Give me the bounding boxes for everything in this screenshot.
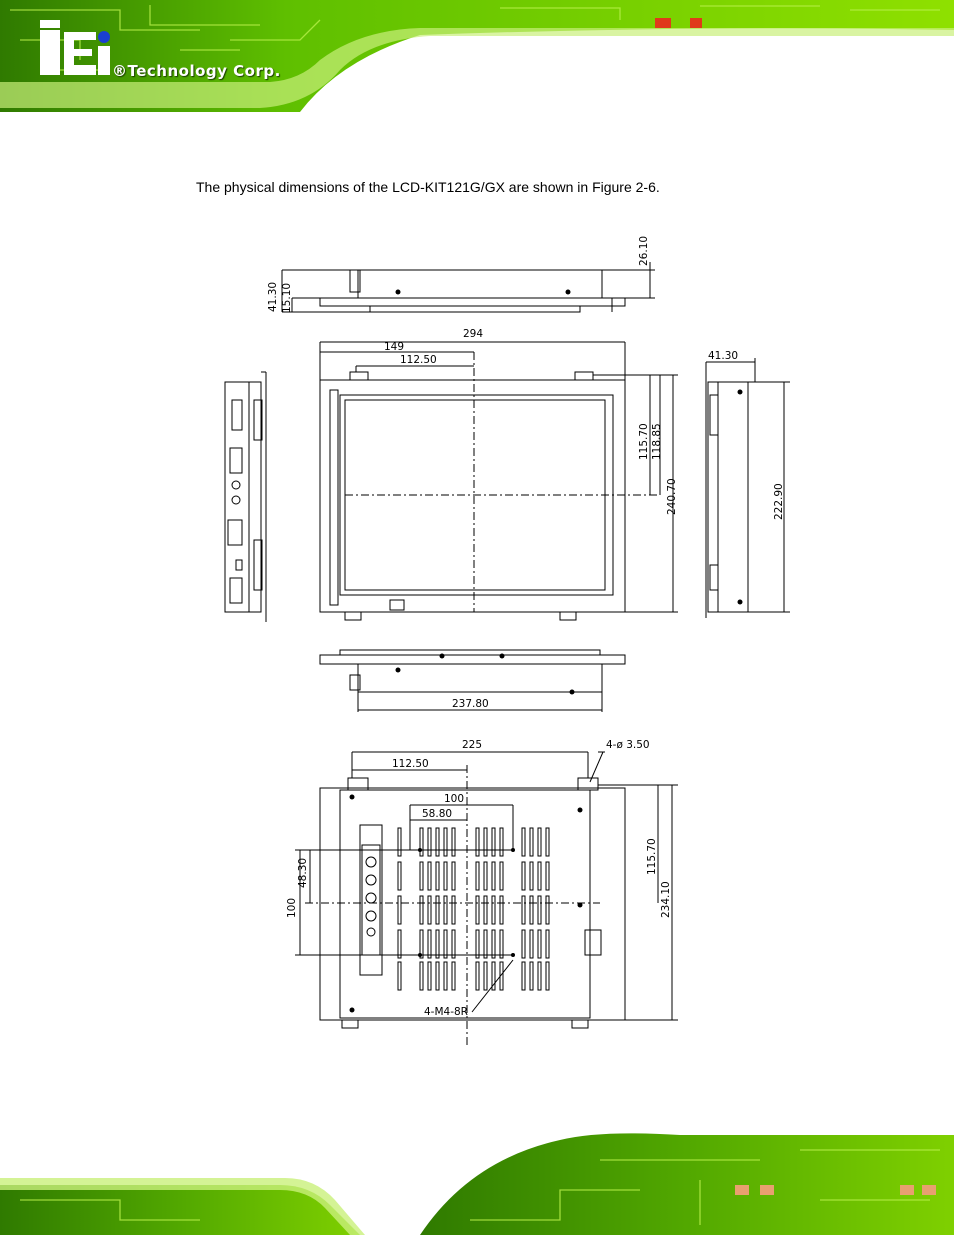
dim-top-left-total: 41.30 [267,282,279,312]
dim-top-right-height: 26.10 [638,236,650,266]
dim-side-depth: 41.30 [708,350,738,362]
dim-rear-tab-span: 225 [462,739,482,751]
dim-rear-vesa-half: 58.80 [422,808,452,820]
dim-rear-vesa-half-height: 48.30 [297,858,309,888]
dim-top-left-inner: 15.10 [281,283,293,313]
dim-rear-vesa-height: 100 [286,898,298,918]
dim-side-height: 222.90 [773,483,785,520]
company-name: ®Technology Corp. [112,62,281,80]
header-banner: ®Technology Corp. [0,0,954,112]
dimension-drawing-svg: 41.30 15.10 26.10 294 149 112.50 115.70 … [224,236,790,1045]
dim-rear-vesa-width: 100 [444,793,464,805]
right-side-view [705,358,790,618]
mounting-holes [349,289,743,1013]
dim-rear-height-upper: 115.70 [646,838,658,875]
left-side-view [224,371,267,622]
dim-front-tab-offset: 112.50 [400,354,437,366]
top-view [281,262,655,313]
rear-view [295,751,678,1045]
bottom-view [319,649,626,712]
dim-front-half-width: 149 [384,341,404,353]
dim-front-width: 294 [463,328,483,340]
dim-rear-hole-spec: 4-ø 3.50 [606,739,650,751]
dim-bottom-width: 237.80 [452,698,489,710]
dim-rear-tab-offset: 112.50 [392,758,429,770]
intro-paragraph: The physical dimensions of the LCD-KIT12… [196,179,660,195]
dim-rear-screw-spec: 4-M4-8R [424,1006,468,1018]
dim-rear-height-total: 234.10 [660,881,672,918]
dim-front-height-mid: 118.85 [651,423,663,460]
dimension-drawing: 41.30 15.10 26.10 294 149 112.50 115.70 … [200,230,800,1050]
circuit-board-header-graphic [0,0,954,112]
circuit-board-footer-graphic [0,1133,954,1235]
dim-front-height-total: 240.70 [666,478,678,515]
rear-vent-slots [397,827,550,991]
footer-banner [0,1130,954,1235]
front-view [319,341,678,621]
dim-front-height-inner: 115.70 [638,423,650,460]
